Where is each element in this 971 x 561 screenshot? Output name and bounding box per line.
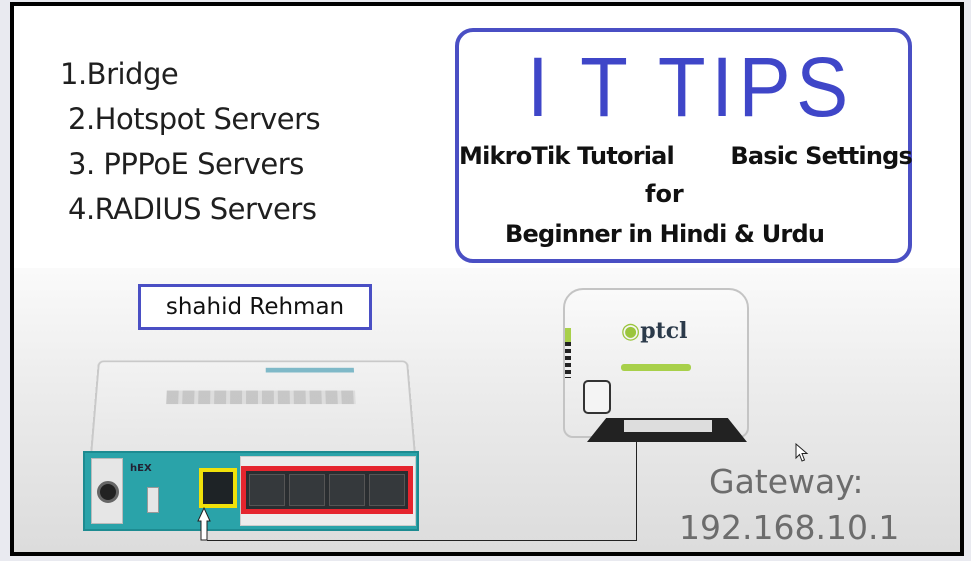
wps-button-icon: [583, 380, 611, 414]
power-jack-icon: [97, 481, 119, 503]
lan-port: [369, 474, 405, 506]
topic-item: 3. PPPoE Servers: [68, 147, 304, 181]
router-brand-text: [166, 390, 356, 405]
gateway-label: Gateway:: [709, 462, 864, 501]
lan-ports-highlight: [241, 466, 413, 514]
modem-brand-bar: [621, 364, 691, 371]
router-model-label: hEX: [130, 463, 152, 474]
modem-led-icon: [565, 328, 571, 378]
title-card: I T TIPS MikroTik Tutorial Basic Setting…: [455, 28, 913, 263]
wan-port-highlight: [199, 468, 237, 508]
topics-list: 1.Bridge 2.Hotspot Servers 3. PPPoE Serv…: [60, 52, 321, 232]
power-panel: [91, 458, 123, 524]
subtitle-left: MikroTik Tutorial: [459, 142, 675, 170]
ptcl-modem: ◉ptcl: [563, 288, 749, 438]
brand-title: I T TIPS: [527, 40, 854, 134]
subtitle-right: Basic Settings: [730, 142, 912, 170]
topic-item: 2.Hotspot Servers: [68, 102, 321, 136]
arrow-up-icon: [197, 507, 211, 541]
author-box: shahid Rehman: [138, 284, 372, 330]
gateway-ip: 192.168.10.1: [679, 508, 900, 547]
connection-wire-vertical: [636, 438, 637, 541]
router-led-strip: [265, 367, 355, 373]
lan-port: [329, 474, 365, 506]
mouse-cursor-icon: [795, 443, 809, 462]
lan-port: [249, 474, 285, 506]
author-name: shahid Rehman: [165, 294, 345, 320]
slide-frame: 1.Bridge 2.Hotspot Servers 3. PPPoE Serv…: [10, 2, 964, 556]
lan-port: [289, 474, 325, 506]
connection-wire: [207, 540, 637, 541]
modem-stand-gap: [624, 420, 712, 432]
topic-item: 1.Bridge: [60, 57, 179, 91]
subtitle-audience: Beginner in Hindi & Urdu: [505, 220, 825, 248]
router-top-illustration: [89, 360, 417, 459]
mikrotik-router-front: hEX: [83, 451, 419, 531]
reset-button-icon: [147, 487, 159, 513]
subtitle-for: for: [645, 180, 684, 208]
topic-item: 4.RADIUS Servers: [68, 192, 317, 226]
modem-logo: ◉ptcl: [621, 318, 688, 344]
